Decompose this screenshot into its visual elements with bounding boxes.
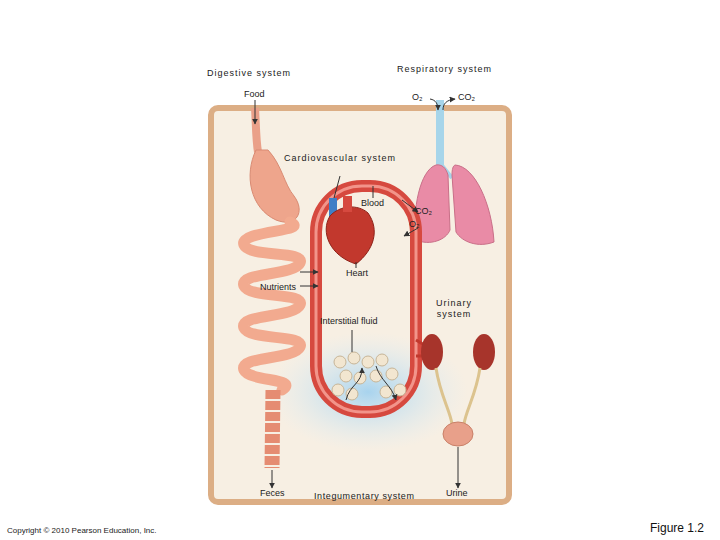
system-label: Cardiovascular system	[284, 153, 396, 164]
copyright-note: Copyright © 2010 Pearson Education, Inc.	[7, 525, 157, 536]
part-label: Blood	[361, 198, 384, 209]
part-label: Feces	[260, 488, 285, 499]
part-label: CO₂	[458, 92, 475, 103]
figure-caption: Figure 1.2	[650, 521, 704, 535]
system-label: Urinary system	[430, 298, 478, 320]
system-label: Integumentary system	[314, 491, 415, 501]
system-label: Respiratory system	[397, 64, 492, 75]
part-label: O₂	[412, 92, 423, 103]
part-label: Interstitial fluid	[320, 316, 378, 327]
part-label: Food	[244, 89, 265, 100]
part-label: Nutrients	[260, 282, 296, 293]
part-label: CO₂	[415, 206, 432, 217]
system-label: Digestive system	[207, 68, 291, 79]
part-label: Urine	[446, 488, 468, 499]
part-label: Heart	[346, 268, 368, 279]
part-label: O₂	[409, 219, 420, 230]
